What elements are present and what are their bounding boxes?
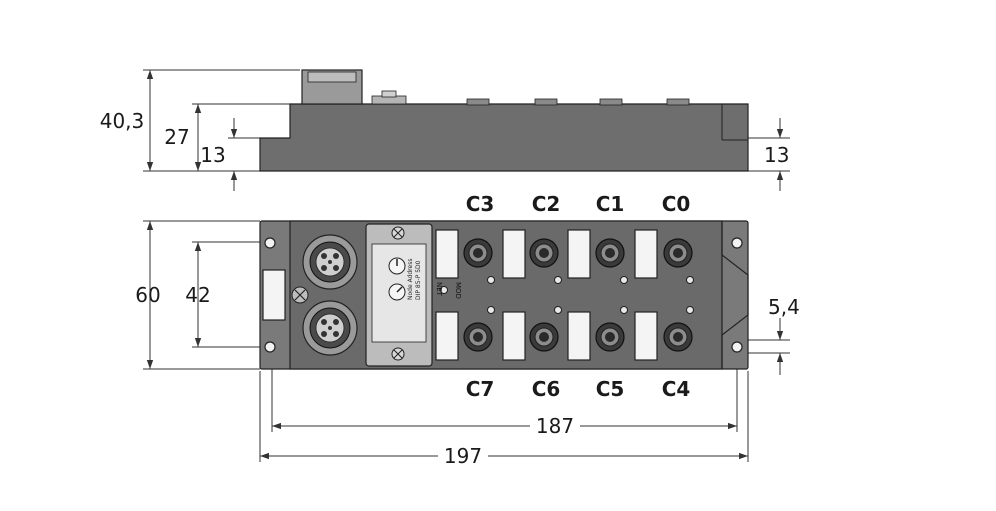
side-connector-cap [307, 71, 357, 83]
dim-total-height: 40,3 [100, 109, 145, 133]
port-c5 [595, 322, 625, 352]
mounting-hole-top-left [264, 237, 276, 249]
dim-flange-height: 13 [200, 143, 225, 167]
mounting-hole-bottom-right [731, 341, 743, 353]
node-address-label: Node Address [407, 259, 414, 300]
dip-label: DIP 85-P 5D0 [415, 260, 422, 300]
dim-length: 197 [444, 444, 482, 468]
channel-label-window [502, 229, 526, 279]
power-connector-out [302, 300, 358, 356]
top-view: Node Address DIP 85-P 5D0 MOD NET [135, 192, 800, 468]
channel-label-c4: C4 [662, 377, 691, 401]
channel-label-c1: C1 [596, 192, 625, 216]
rotary-switch-low-pointer [396, 286, 403, 293]
port-c1 [595, 238, 625, 268]
port-led [487, 276, 495, 284]
port-c6 [529, 322, 559, 352]
port-led [620, 276, 628, 284]
net-label: NET [435, 282, 443, 297]
port-c0 [663, 238, 693, 268]
port-c2 [529, 238, 559, 268]
dim-flange-height-right: 13 [764, 143, 789, 167]
port-c7 [463, 322, 493, 352]
side-port-stub [666, 98, 690, 106]
side-view: 40,3 27 13 13 [100, 69, 790, 191]
channel-label-window [435, 229, 459, 279]
side-port-stub [599, 98, 623, 106]
port-led [686, 276, 694, 284]
cover-screw-bottom-cross [393, 349, 403, 359]
port-led [620, 306, 628, 314]
side-port-stub [466, 98, 490, 106]
side-port-stub [534, 98, 558, 106]
channel-label-window [634, 311, 658, 361]
dim-hole-spacing-vertical: 42 [185, 283, 210, 307]
top-housing-chamfer [721, 221, 749, 369]
channel-label-window [567, 311, 591, 361]
side-housing [259, 103, 749, 172]
power-connector-in [302, 234, 358, 290]
channel-label-c6: C6 [532, 377, 561, 401]
channel-label-c3: C3 [466, 192, 495, 216]
dim-body-height: 27 [164, 125, 189, 149]
dim-width: 60 [135, 283, 160, 307]
channel-label-c5: C5 [596, 377, 625, 401]
mod-label: MOD [454, 282, 462, 299]
marker-label-left [262, 269, 286, 321]
dim-hole-spacing-horizontal: 187 [536, 414, 574, 438]
side-screw-head [381, 90, 397, 98]
dim-hole-diameter: 5,4 [768, 295, 800, 319]
mounting-hole-top-right [731, 237, 743, 249]
mounting-hole-bottom-left [264, 341, 276, 353]
channel-label-c0: C0 [662, 192, 691, 216]
port-led [554, 306, 562, 314]
ground-screw-cross [294, 289, 306, 301]
port-c3 [463, 238, 493, 268]
port-led [554, 276, 562, 284]
port-c4 [663, 322, 693, 352]
mod-led [440, 286, 448, 294]
channel-label-window [435, 311, 459, 361]
channel-label-window [502, 311, 526, 361]
channel-label-window [567, 229, 591, 279]
port-led [487, 306, 495, 314]
port-led [686, 306, 694, 314]
channel-label-c2: C2 [532, 192, 561, 216]
channel-label-c7: C7 [466, 377, 495, 401]
channel-label-window [634, 229, 658, 279]
cover-screw-top-cross [393, 228, 403, 238]
